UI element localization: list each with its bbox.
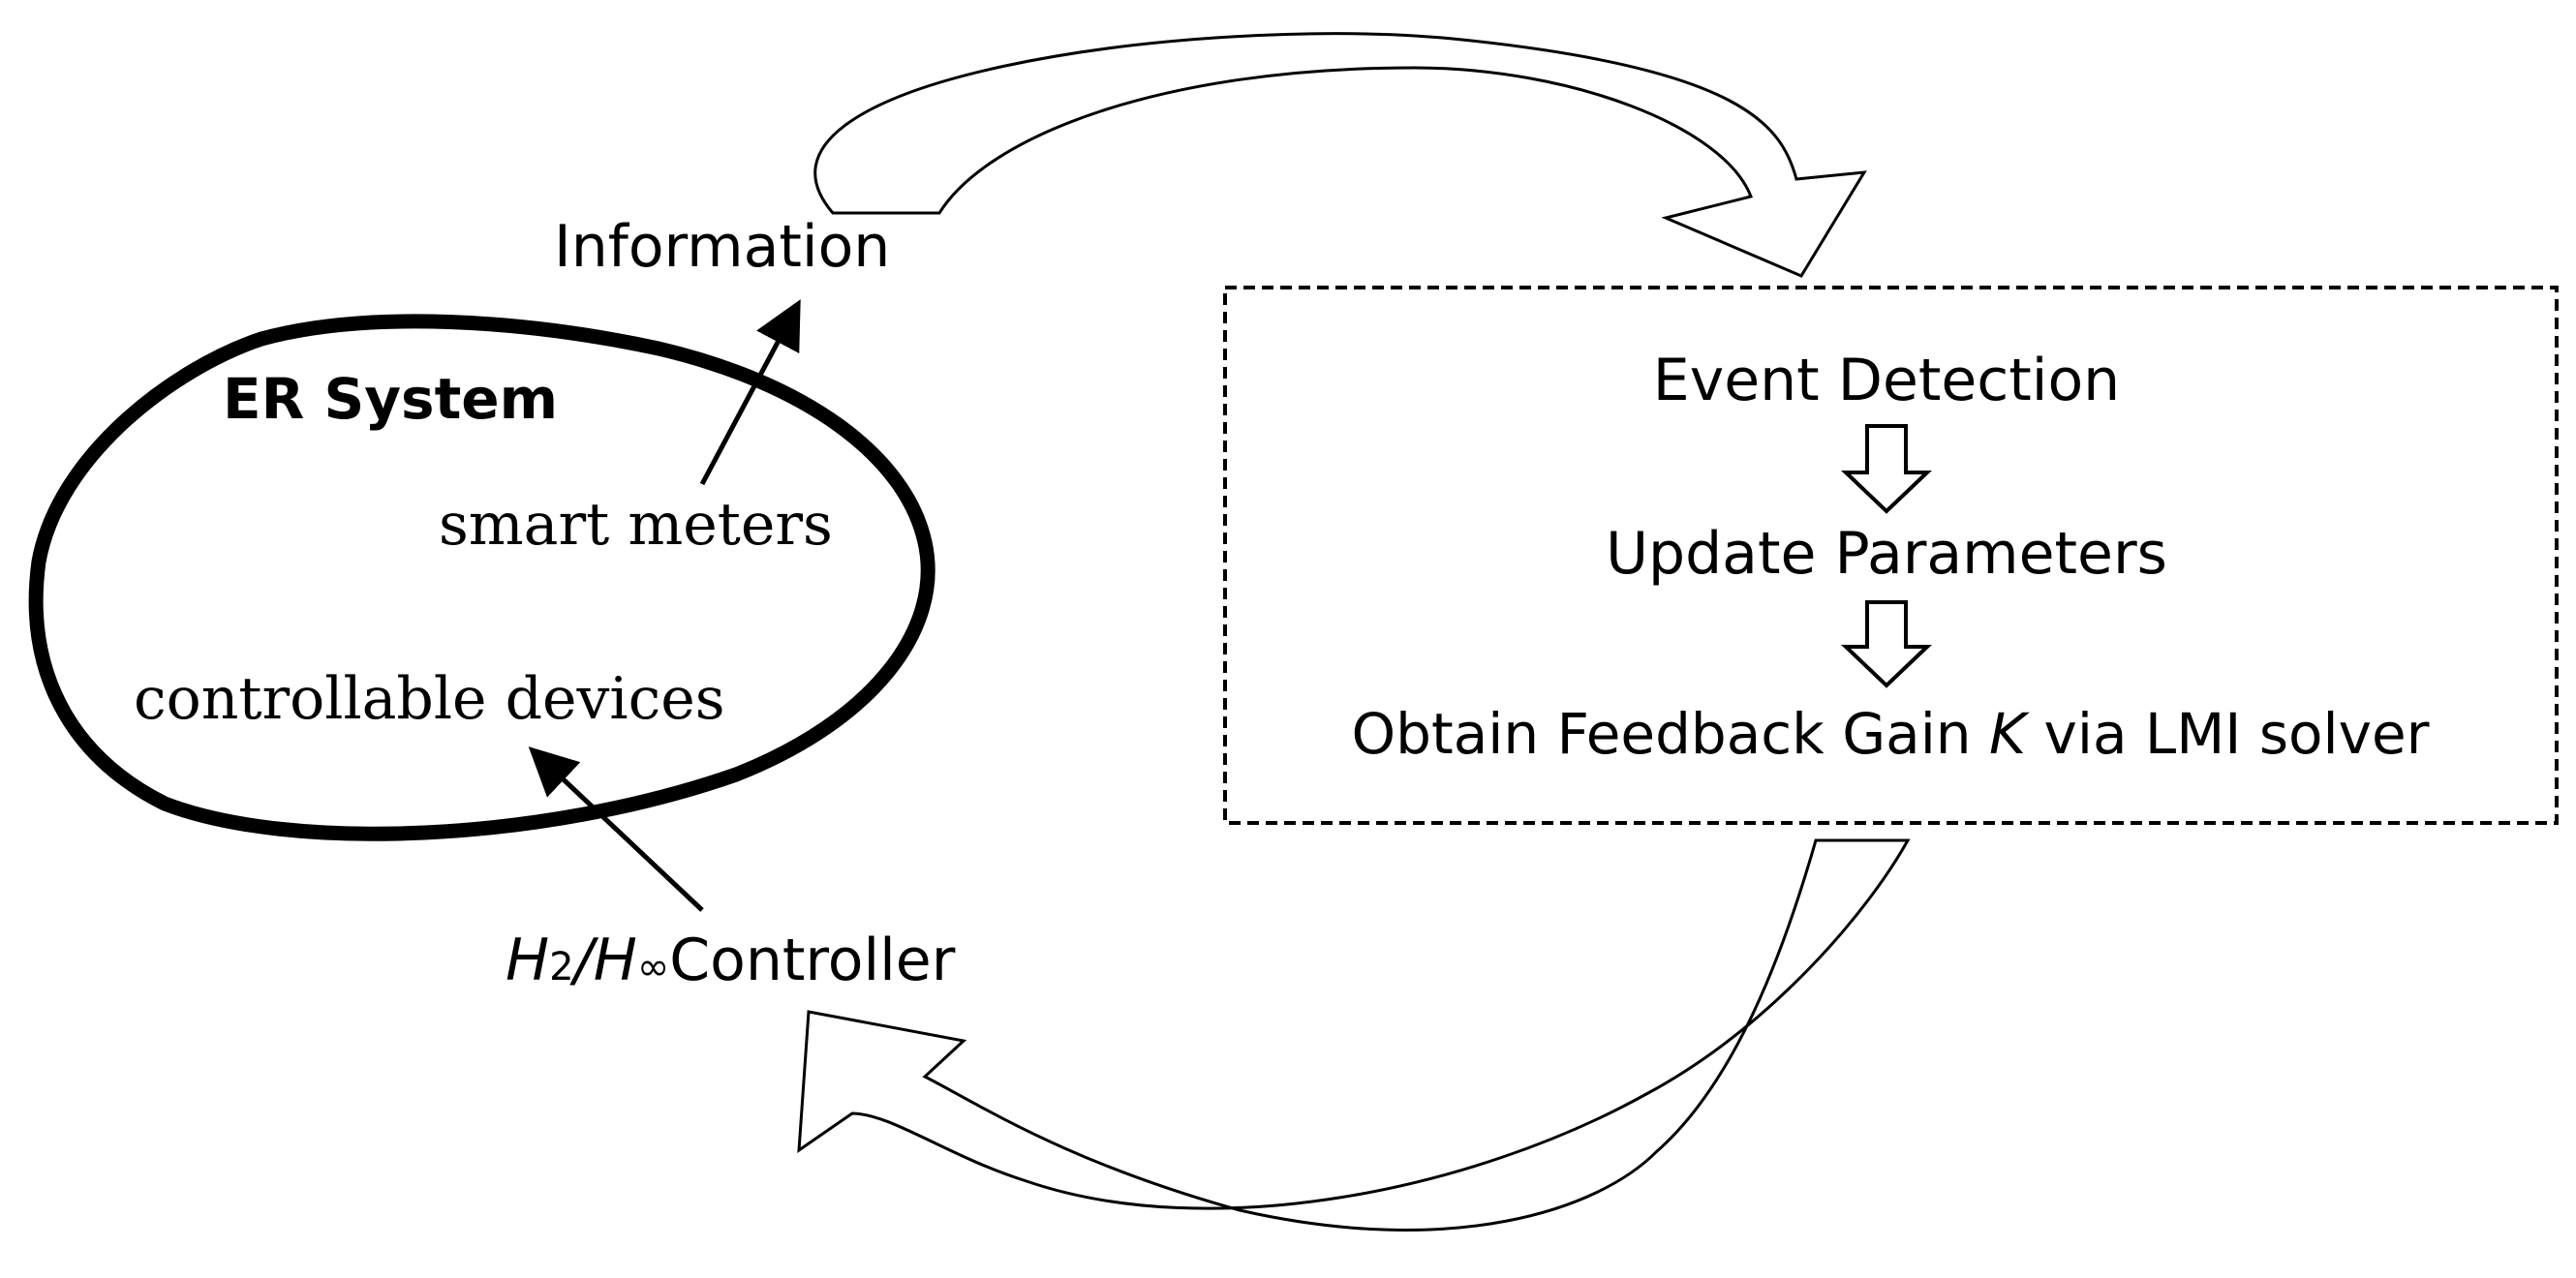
process-box [1223,286,2559,825]
er-system-boundary [28,314,935,841]
gain-feedback-arrow [797,838,1911,1232]
event-detection-step: Event Detection [1653,347,2120,414]
information-flow-arrow [813,32,1867,278]
er-system-title: ER System [223,366,558,432]
meter-to-information-arrow [699,299,801,486]
controller-to-devices-arrow [528,746,704,912]
information-label: Information [554,213,890,281]
smart-meters-label: smart meters [439,491,833,559]
controllable-devices-label: controllable devices [134,665,725,733]
step-arrow-2 [1841,600,1932,688]
obtain-gain-step: Obtain Feedback Gain K via LMI solver [1352,701,2430,767]
update-parameters-step: Update Parameters [1606,520,2167,588]
controller-label: H2/H∞Controller [506,927,956,994]
step-arrow-1 [1841,424,1932,514]
